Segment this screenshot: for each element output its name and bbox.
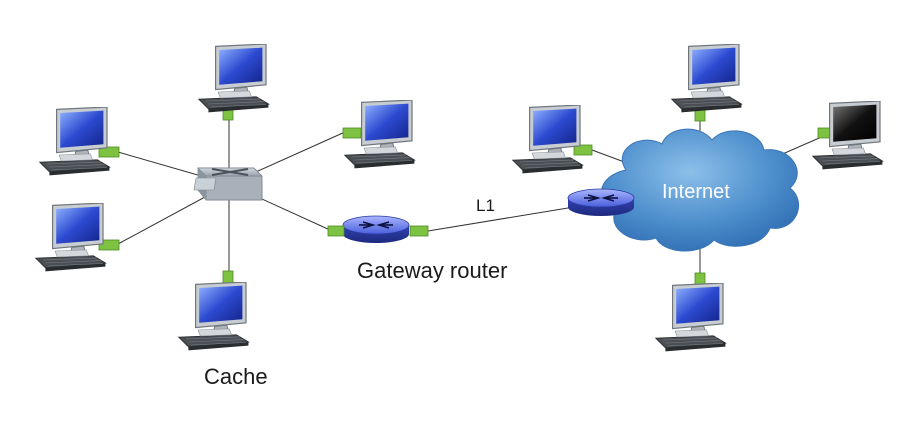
desktop-computer-icon (35, 203, 107, 272)
desktop-computer-icon (512, 105, 584, 174)
desktop-computer-icon (671, 44, 743, 114)
cache-label: Cache (204, 364, 268, 389)
link-l1-label: L1 (476, 196, 495, 215)
internet-cloud-icon (600, 128, 800, 252)
desktop-computer-icon (198, 44, 269, 114)
router-icon (342, 215, 410, 244)
router-icon (567, 188, 635, 217)
desktop-computer-icon (39, 107, 111, 176)
desktop-computer-icon (178, 282, 249, 351)
ethernet-switch-icon (193, 167, 263, 201)
gateway-router-label: Gateway router (357, 258, 508, 283)
internet-label: Internet (662, 181, 730, 203)
desktop-computer-icon (655, 283, 727, 352)
connector-plugs (98, 106, 837, 289)
